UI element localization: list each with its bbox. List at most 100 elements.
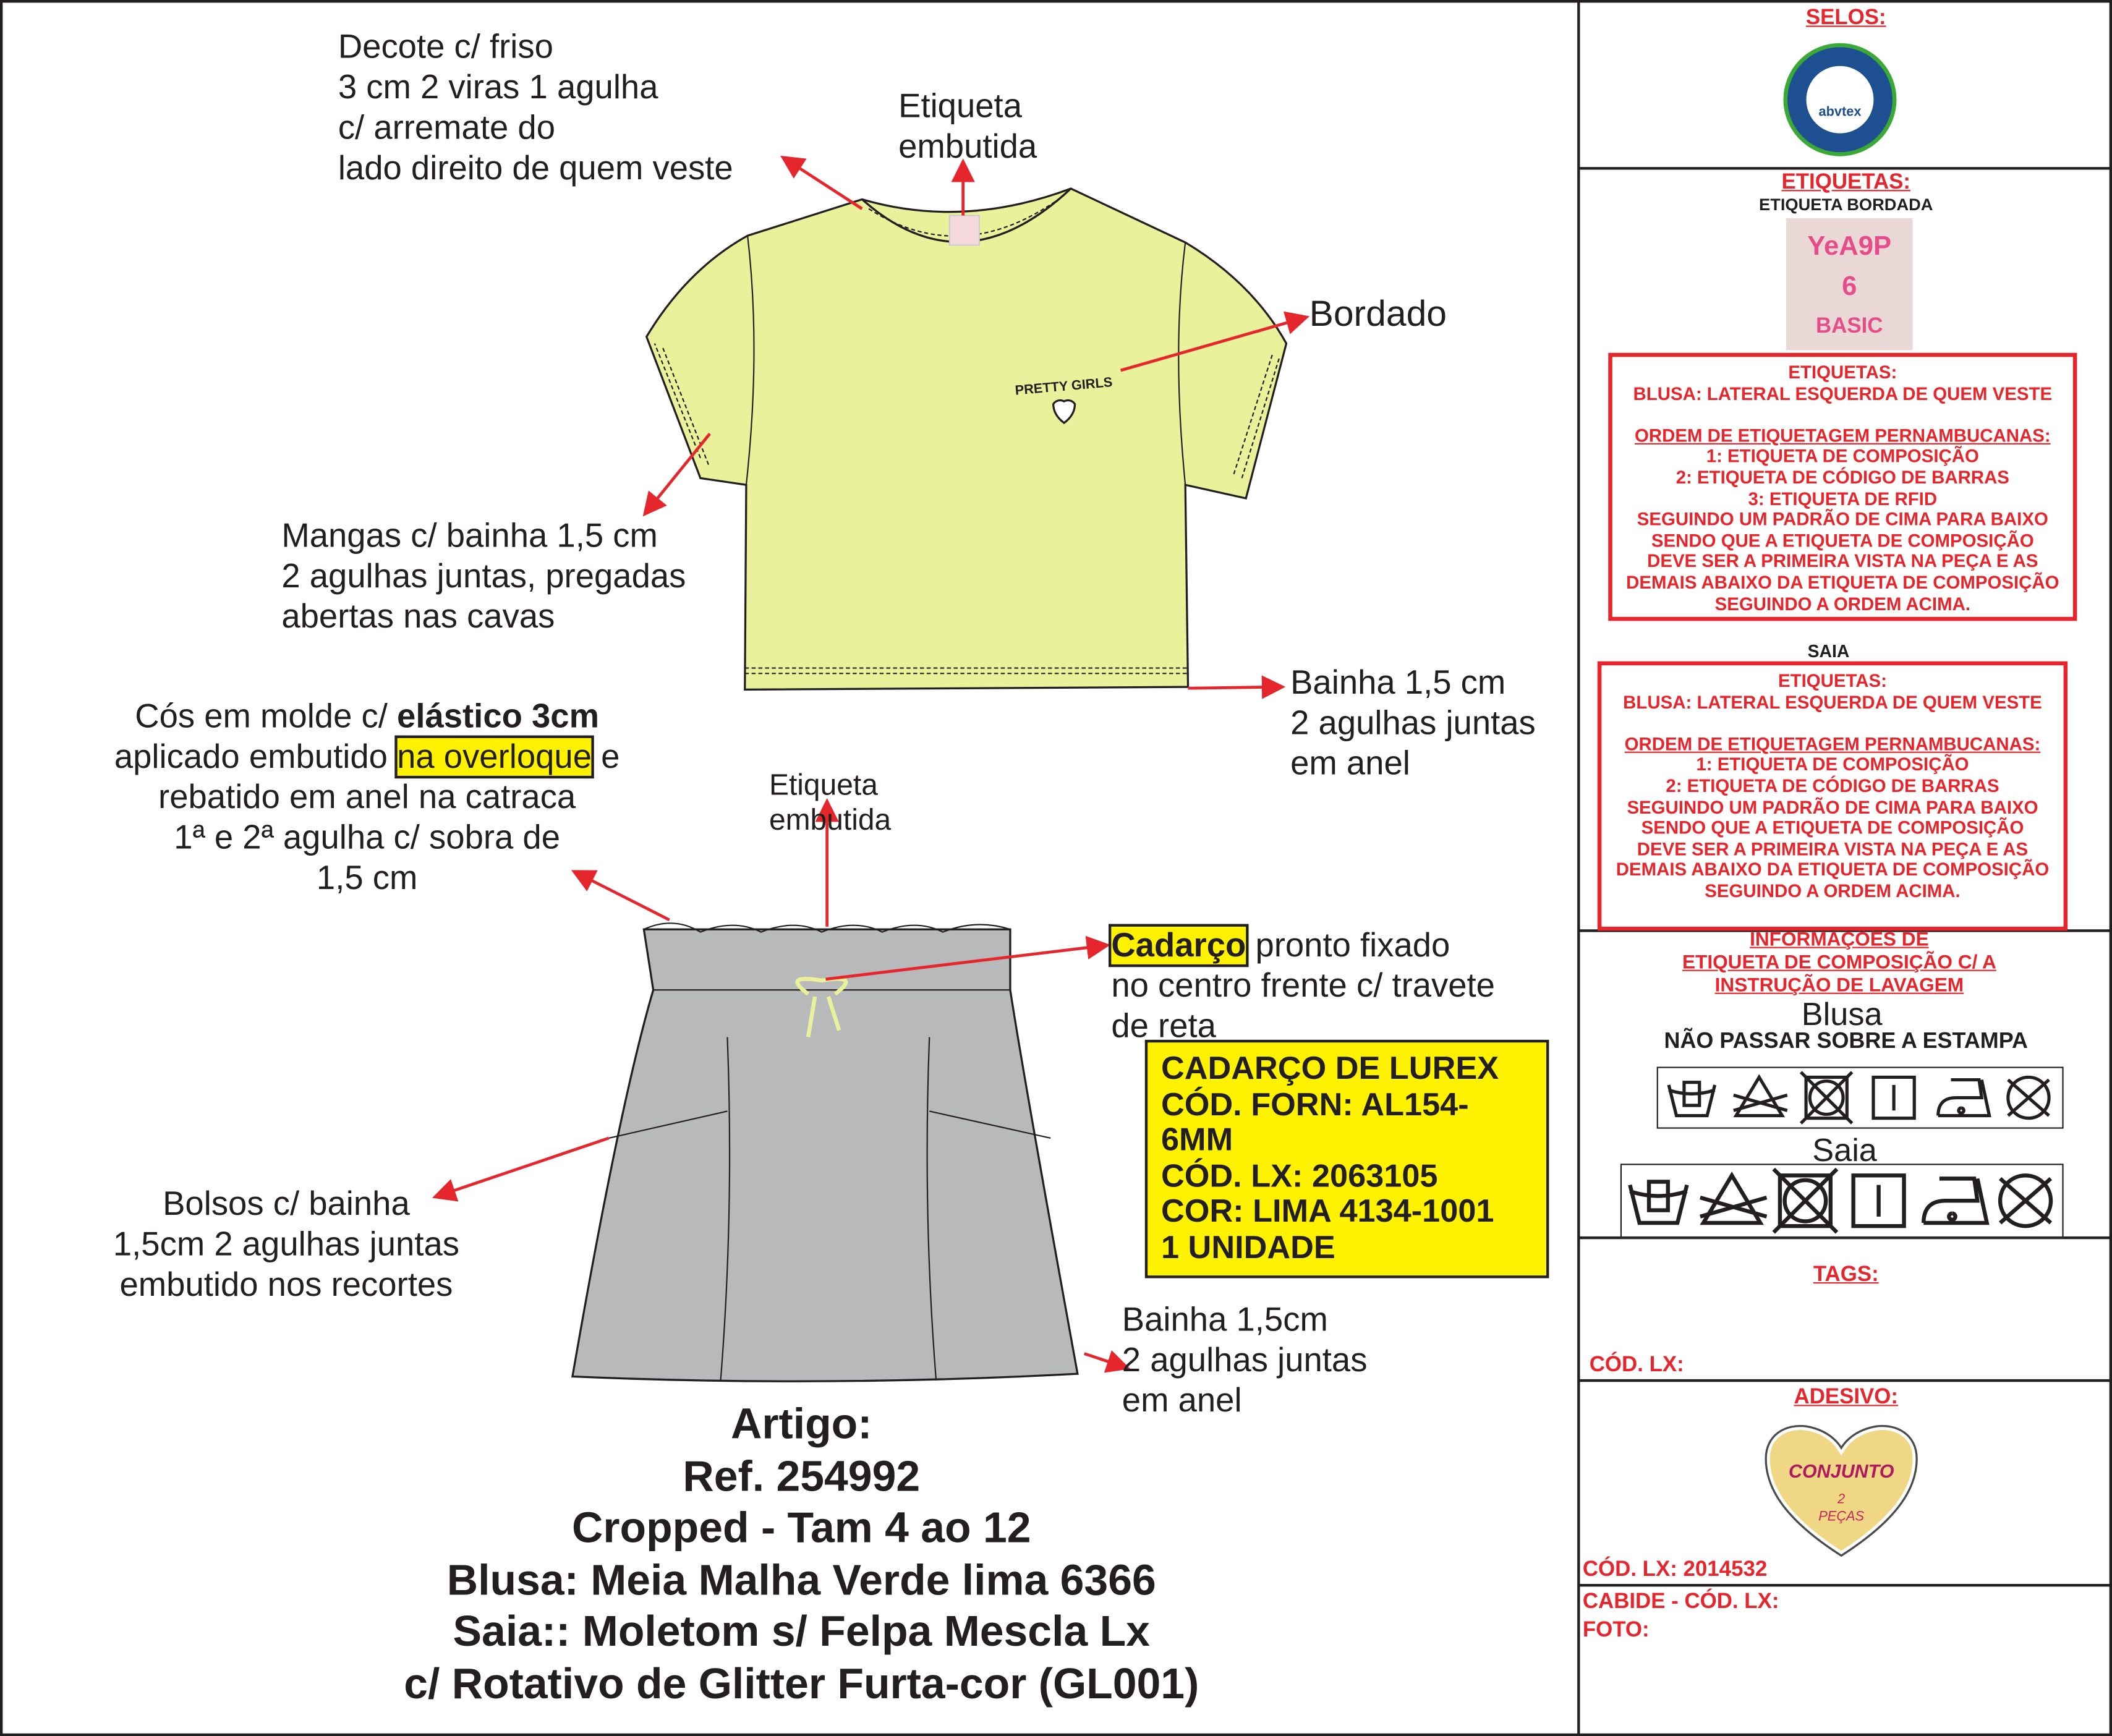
do-not-tumble-dry-icon: [1799, 1071, 1854, 1125]
text: em anel: [1122, 1382, 1242, 1420]
cos-annotation: Cós em molde c/ elástico 3cm aplicado em…: [81, 696, 654, 898]
text: no centro frente c/ travete: [1111, 967, 1496, 1005]
conjunto-sticker-icon: CONJUNTO 2 PEÇAS: [1761, 1421, 1921, 1561]
saia-care-symbols: [1620, 1164, 2064, 1238]
do-not-bleach-icon: [1700, 1172, 1768, 1225]
text: rebatido em anel na catraca: [158, 778, 576, 817]
text: SEGUINDO UM PADRÃO DE CIMA PARA BAIXO: [1637, 509, 2048, 530]
text: 1: ETIQUETA DE COMPOSIÇÃO: [1696, 754, 1969, 775]
divider: [1578, 167, 2112, 170]
iron-low-icon: [1922, 1176, 1990, 1225]
divider: [1578, 1584, 2112, 1587]
text: INSTRUÇÃO DE LAVAGEM: [1714, 975, 1964, 997]
neck-label-icon: [948, 215, 980, 246]
text: 3: ETIQUETA DE RFID: [1748, 488, 1938, 509]
cabide-cod-lx: CABIDE - CÓD. LX:: [1582, 1590, 1779, 1614]
text: lado direito de quem veste: [338, 149, 733, 187]
sticker-text: PEÇAS: [1818, 1508, 1864, 1524]
text: 1ª e 2ª agulha c/ sobra de: [174, 819, 561, 857]
adesivo-heading: ADESIVO:: [1794, 1385, 1899, 1409]
text: e: [592, 738, 620, 776]
text: abertas nas cavas: [281, 598, 555, 636]
text: SEGUINDO A ORDEM ACIMA.: [1714, 593, 1971, 614]
text: 1,5cm 2 agulhas juntas: [113, 1225, 460, 1264]
text: CÓD. FORN: AL154-6MM: [1160, 1086, 1469, 1159]
text: aplicado embutido: [114, 738, 398, 776]
cadarco-annotation: Cadarço pronto fixado no centro frente c…: [1108, 924, 1496, 1047]
text: CADARÇO DE LUREX: [1160, 1050, 1499, 1087]
adesivo-cod-lx: CÓD. LX: 2014532: [1582, 1558, 1768, 1581]
text: c/ Rotativo de Glitter Furta-cor (GL001): [404, 1658, 1199, 1708]
text: 2 agulhas juntas, pregadas: [281, 557, 686, 595]
text: BLUSA: LATERAL ESQUERDA DE QUEM VESTE: [1633, 383, 2053, 404]
text: Bainha 1,5cm: [1122, 1301, 1328, 1339]
text: Decote c/ friso: [338, 28, 553, 66]
etiquetas-heading: ETIQUETAS:: [1781, 171, 1911, 194]
text: COR: LIMA 4134-1001: [1160, 1193, 1494, 1230]
blouse-drawing: PRETTY GIRLS: [645, 187, 1288, 691]
bordado-annotation: Bordado: [1309, 293, 1447, 334]
text: SENDO QUE A ETIQUETA DE COMPOSIÇÃO: [1641, 817, 2024, 838]
highlight-text: Cadarço: [1108, 924, 1249, 968]
text: 2 agulhas juntas: [1122, 1341, 1368, 1379]
line-dry-icon: [1871, 1075, 1916, 1120]
text: Cropped - Tam 4 ao 12: [572, 1503, 1031, 1552]
text: pronto fixado: [1246, 926, 1450, 964]
saia-label: SAIA: [1807, 641, 1850, 662]
abvtex-seal-icon: abvtex: [1783, 43, 1897, 156]
text: DEMAIS ABAIXO DA ETIQUETA DE COMPOSIÇÃO: [1616, 859, 2050, 880]
text: 1 UNIDADE: [1160, 1228, 1335, 1266]
annotation-arrows: [432, 155, 1310, 1373]
divider: [1578, 929, 2112, 932]
text: 2: ETIQUETA DE CÓDIGO DE BARRAS: [1676, 467, 2009, 488]
text: Etiqueta: [898, 87, 1023, 126]
text: BASIC: [1815, 315, 1883, 338]
text: embutida: [898, 127, 1037, 166]
blusa-care-symbols: [1656, 1066, 2064, 1129]
iron-low-icon: [1936, 1078, 1991, 1118]
text: Bolsos c/ bainha: [163, 1185, 410, 1223]
garment-drawings: PRETTY GIRLS: [432, 155, 1310, 1382]
do-not-tumble-dry-icon: [1772, 1167, 1839, 1234]
text: Ref. 254992: [683, 1451, 921, 1500]
etiquetas-saia-box: ETIQUETAS:BLUSA: LATERAL ESQUERDA DE QUE…: [1597, 661, 2068, 931]
text: ORDEM DE ETIQUETAGEM PERNAMBUCANAS:: [1634, 425, 2051, 446]
sticker-text: 2: [1837, 1491, 1845, 1506]
text: Mangas c/ bainha 1,5 cm: [281, 517, 658, 555]
blusa-care-label: Blusa: [1801, 997, 1883, 1033]
saia-care-label: Saia: [1812, 1133, 1877, 1170]
text: Etiqueta: [769, 767, 878, 802]
text: 2: ETIQUETA DE CÓDIGO DE BARRAS: [1666, 775, 1999, 796]
text: embutida: [769, 802, 892, 836]
text: ETIQUETA DE COMPOSIÇÃO C/ A: [1682, 952, 1996, 974]
hand-wash-icon: [1628, 1180, 1689, 1225]
do-not-dry-clean-icon: [2006, 1075, 2051, 1120]
text: embutido nos recortes: [119, 1266, 453, 1304]
nao-passar-warning: NÃO PASSAR SOBRE A ESTAMPA: [1664, 1029, 2029, 1053]
do-not-bleach-icon: [1733, 1074, 1788, 1118]
sticker-text: CONJUNTO: [1789, 1461, 1894, 1482]
text: SEGUINDO A ORDEM ACIMA.: [1705, 880, 1961, 901]
text: Blusa: Meia Malha Verde lima 6366: [446, 1555, 1156, 1604]
etiqueta-bordada-label: ETIQUETA BORDADA: [1759, 195, 1933, 215]
text: ETIQUETAS:: [1788, 362, 1897, 383]
do-not-dry-clean-icon: [1998, 1173, 2053, 1228]
text: 6: [1842, 272, 1857, 302]
text: Bainha 1,5 cm: [1290, 664, 1506, 702]
text: INFORMAÇÕES DE: [1750, 929, 1929, 951]
hand-wash-icon: [1667, 1081, 1717, 1118]
text: 3 cm 2 viras 1 agulha: [338, 69, 658, 107]
text: ORDEM DE ETIQUETAGEM PERNAMBUCANAS:: [1624, 733, 2041, 754]
text: DEMAIS ABAIXO DA ETIQUETA DE COMPOSIÇÃO: [1626, 572, 2059, 593]
